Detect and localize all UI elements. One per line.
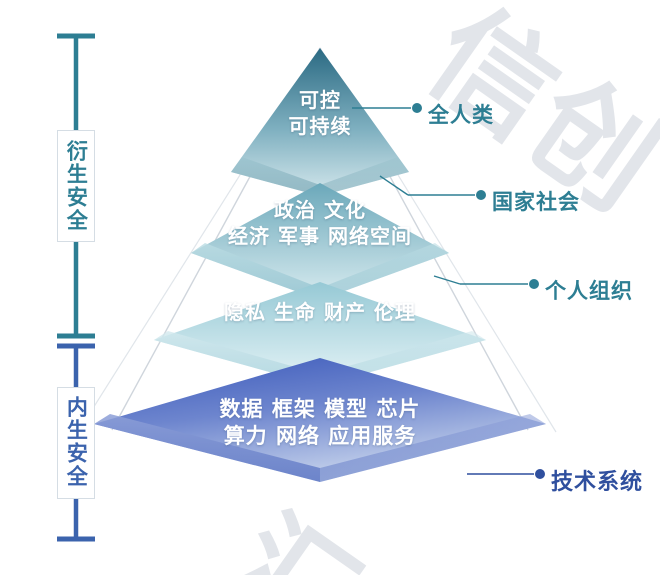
tier-line: 算力 网络 应用服务 bbox=[223, 423, 417, 448]
tier-label-personal: 隐私 生命 财产 伦理 bbox=[185, 300, 455, 326]
pyramid-tier-technical[interactable] bbox=[94, 358, 546, 482]
tier-line: 隐私 生命 财产 伦理 bbox=[224, 300, 416, 324]
pyramid-tier-national[interactable] bbox=[191, 183, 449, 300]
tier-line: 可持续 bbox=[288, 113, 352, 138]
tier-line: 可控 bbox=[299, 88, 341, 112]
bracket-label-derivative-security[interactable]: 衍生安全 bbox=[57, 130, 95, 242]
tier-line: 政治 文化 bbox=[274, 198, 366, 222]
tier-line: 经济 军事 网络空间 bbox=[228, 223, 412, 248]
label-state-society[interactable]: 国家社会 bbox=[492, 190, 580, 214]
connector-elbow bbox=[379, 175, 409, 196]
label-technical-system[interactable]: 技术系统 bbox=[551, 470, 644, 495]
connector-dot bbox=[535, 469, 545, 479]
connector-elbow bbox=[433, 275, 461, 285]
bracket-label-endogenous-security[interactable]: 内生安全 bbox=[57, 386, 95, 499]
tier-label-national: 政治 文化 经济 军事 网络空间 bbox=[200, 198, 440, 249]
connector-dot bbox=[476, 190, 486, 200]
connector-dot bbox=[412, 103, 422, 113]
label-individual-org[interactable]: 个人组织 bbox=[545, 279, 633, 303]
tier-line: 数据 框架 模型 芯片 bbox=[219, 397, 421, 421]
tier-label-technical: 数据 框架 模型 芯片 算力 网络 应用服务 bbox=[160, 396, 480, 450]
label-all-humanity[interactable]: 全人类 bbox=[428, 103, 494, 127]
tier-label-controllable: 可控 可持续 bbox=[260, 88, 380, 139]
connector-dot bbox=[529, 279, 539, 289]
pyramid-tier-controllable[interactable] bbox=[231, 48, 409, 196]
